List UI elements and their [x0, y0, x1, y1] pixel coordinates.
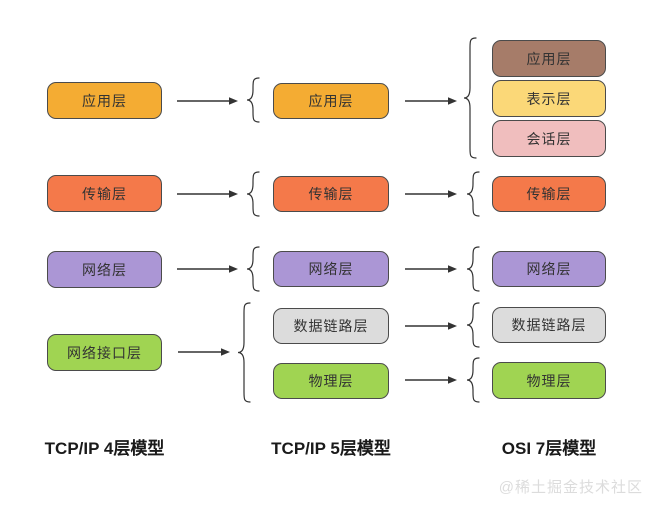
curly-brace-icon: [246, 77, 260, 123]
arrow-right-icon: [405, 376, 457, 384]
curly-brace-icon: [466, 246, 480, 292]
layer-box-osi7-transport: 传输层: [492, 176, 606, 212]
layer-box-tcpip4-application: 应用层: [47, 82, 162, 119]
column-label-osi7: OSI 7层模型: [501, 438, 597, 458]
layer-box-osi7-datalink: 数据链路层: [492, 307, 606, 343]
arrow-right-icon: [177, 97, 238, 105]
curly-brace-icon: [466, 302, 480, 348]
curly-brace-icon: [237, 302, 251, 403]
layer-box-osi7-network: 网络层: [492, 251, 606, 287]
curly-brace-icon: [246, 246, 260, 292]
curly-brace-icon: [463, 37, 477, 159]
layer-box-tcpip5-physical: 物理层: [273, 363, 389, 399]
layer-box-tcpip5-transport: 传输层: [273, 176, 389, 212]
column-label-tcpip5: TCP/IP 5层模型: [271, 438, 391, 458]
layer-box-tcpip5-application: 应用层: [273, 83, 389, 119]
layer-box-osi7-application: 应用层: [492, 40, 606, 77]
layer-box-tcpip4-network: 网络层: [47, 251, 162, 288]
layer-box-tcpip5-datalink: 数据链路层: [273, 308, 389, 344]
arrow-right-icon: [405, 190, 457, 198]
curly-brace-icon: [246, 171, 260, 217]
watermark-text: @稀土掘金技术社区: [498, 479, 643, 496]
layer-box-osi7-presentation: 表示层: [492, 80, 606, 117]
arrow-right-icon: [405, 265, 457, 273]
layer-box-tcpip5-network: 网络层: [273, 251, 389, 287]
arrow-right-icon: [405, 322, 457, 330]
column-label-tcpip4: TCP/IP 4层模型: [44, 438, 165, 458]
curly-brace-icon: [466, 171, 480, 217]
layer-box-tcpip4-network-interface: 网络接口层: [47, 334, 162, 371]
layer-box-tcpip4-transport: 传输层: [47, 175, 162, 212]
arrow-right-icon: [178, 348, 230, 356]
arrow-right-icon: [177, 190, 238, 198]
layer-box-osi7-physical: 物理层: [492, 362, 606, 399]
arrow-right-icon: [177, 265, 238, 273]
layer-box-osi7-session: 会话层: [492, 120, 606, 157]
curly-brace-icon: [466, 357, 480, 403]
arrow-right-icon: [405, 97, 457, 105]
